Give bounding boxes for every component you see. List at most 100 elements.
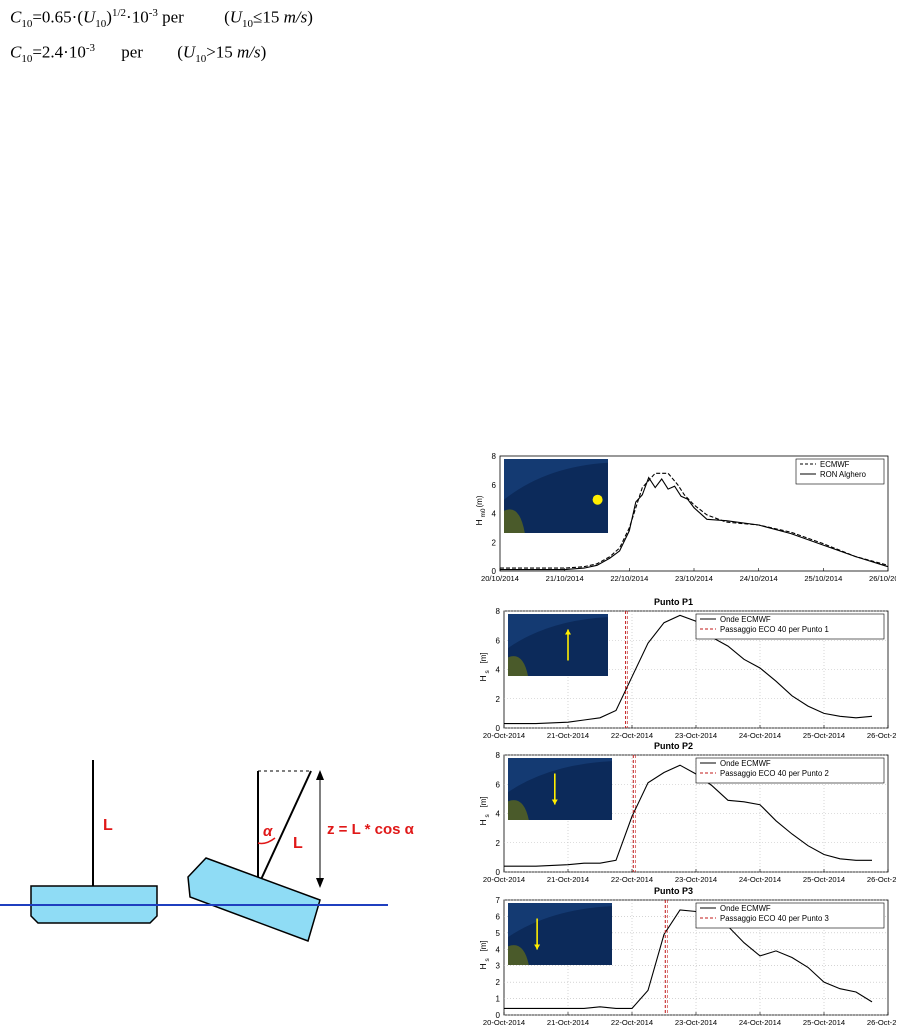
legend-label: Onde ECMWF	[720, 904, 771, 913]
legend-box	[695, 902, 885, 929]
y-tick-label: 4	[496, 810, 501, 819]
x-tick-label: 25-Oct-2014	[803, 731, 845, 740]
x-tick-label: 20/10/2014	[481, 574, 519, 583]
legend-label: Passaggio ECO 40 per Punto 2	[720, 769, 829, 778]
map-sea-shade	[508, 758, 612, 793]
x-tick-label: 21/10/2014	[546, 574, 584, 583]
tilted-mast	[257, 770, 312, 887]
y-tick-label: 4	[496, 945, 501, 954]
chart-p1-title: Punto P1	[654, 597, 694, 607]
series-line	[500, 472, 889, 569]
x-tick-label: 23-Oct-2014	[675, 1018, 717, 1027]
y-tick-label: 1	[496, 995, 501, 1004]
y-tick-label: 6	[496, 912, 501, 921]
z-arrow-bottom	[316, 878, 324, 888]
legend-box	[795, 458, 885, 485]
y-tick-label: 2	[492, 538, 497, 547]
y-tick-label: 2	[496, 839, 501, 848]
y-tick-label: 2	[496, 978, 501, 987]
x-tick-label: 23-Oct-2014	[675, 875, 717, 884]
map-sea-shade	[508, 903, 612, 938]
y-tick-label: 0	[496, 1011, 501, 1020]
z-arrow-top	[316, 770, 324, 780]
x-tick-label: 24/10/2014	[740, 574, 778, 583]
x-tick-label: 22-Oct-2014	[611, 875, 653, 884]
y-axis-label-sub: s	[484, 670, 491, 674]
legend-label: Onde ECMWF	[720, 615, 771, 624]
x-tick-label: 26-Oct-2014	[867, 1018, 896, 1027]
alpha-arc	[257, 837, 276, 845]
chart-p3-title: Punto P3	[654, 886, 694, 896]
y-axis-label-sub: m0	[480, 508, 487, 517]
y-tick-label: 0	[492, 567, 497, 576]
x-tick-label: 21-Oct-2014	[547, 1018, 589, 1027]
chart-punto-p3: 0 1 2 3 4 5 6 7 20-Oct-2014 21-Oct-2014 22-Oct-201…	[478, 896, 896, 1027]
y-tick-label: 8	[492, 452, 497, 461]
y-axis-label-unit: [m]	[479, 796, 488, 807]
legend-label: RON Alghero	[820, 470, 867, 479]
formula-c: C	[10, 7, 22, 27]
y-axis-label-sub: s	[484, 958, 491, 962]
y-tick-label: 3	[496, 962, 501, 971]
arrow-head-icon	[565, 629, 571, 635]
formula-line-2: C10=2.4·10-3 per (U10>15 m/s)	[10, 42, 267, 66]
x-tick-label: 26/10/2014	[869, 574, 896, 583]
tilted-hull	[187, 857, 321, 942]
x-tick-label: 25-Oct-2014	[803, 875, 845, 884]
map-sea-shade	[504, 459, 608, 500]
x-tick-label: 26-Oct-2014	[867, 875, 896, 884]
y-tick-label: 4	[492, 510, 497, 519]
y-tick-label: 0	[496, 724, 501, 733]
arrow-head-icon	[534, 944, 541, 950]
x-tick-label: 21-Oct-2014	[547, 731, 589, 740]
map-coast	[504, 509, 525, 533]
x-tick-label: 22-Oct-2014	[611, 1018, 653, 1027]
x-tick-label: 26-Oct-2014	[867, 731, 896, 740]
x-tick-label: 25-Oct-2014	[803, 1018, 845, 1027]
x-tick-label: 23-Oct-2014	[675, 731, 717, 740]
label-alpha: α	[263, 823, 273, 840]
x-tick-label: 20-Oct-2014	[483, 731, 525, 740]
x-tick-label: 25/10/2014	[804, 574, 842, 583]
y-tick-label: 7	[496, 896, 501, 905]
chart-p2-title: Punto P2	[654, 741, 694, 751]
legend-label: ECMWF	[820, 460, 850, 469]
map-coast	[508, 656, 528, 676]
label-l-upright: L	[103, 817, 113, 834]
chart-punto-p2: 0 2 4 6 8 20-Oct-2014 21-Oct-2014 22-Oct-2014 23…	[478, 751, 896, 884]
y-tick-label: 6	[496, 636, 501, 645]
x-tick-label: 24-Oct-2014	[739, 731, 781, 740]
y-axis-label-sub: s	[484, 814, 491, 818]
x-tick-label: 23/10/2014	[675, 574, 713, 583]
y-tick-label: 6	[496, 780, 501, 789]
location-marker-icon	[592, 494, 603, 505]
map-coast	[508, 800, 529, 820]
legend-box	[695, 613, 885, 640]
label-z: z = L * cos α	[327, 821, 415, 838]
x-tick-label: 21-Oct-2014	[547, 875, 589, 884]
x-tick-label: 20-Oct-2014	[483, 875, 525, 884]
legend-label: Onde ECMWF	[720, 759, 771, 768]
y-tick-label: 8	[496, 751, 501, 760]
y-axis-label-unit: [m]	[479, 940, 488, 951]
y-tick-label: 8	[496, 607, 501, 616]
y-tick-label: 0	[496, 868, 501, 877]
y-axis-label: H	[478, 963, 488, 969]
series-line	[500, 476, 889, 571]
legend-label: Passaggio ECO 40 per Punto 3	[720, 914, 829, 923]
y-axis-label-unit: [m]	[479, 652, 488, 663]
arrow-head-icon	[551, 799, 558, 805]
x-tick-label: 24-Oct-2014	[739, 875, 781, 884]
legend-label: Passaggio ECO 40 per Punto 1	[720, 625, 829, 634]
y-axis-label: H	[476, 519, 484, 525]
legend-box	[695, 757, 885, 784]
y-tick-label: 5	[496, 929, 501, 938]
map-coast	[508, 945, 529, 965]
x-tick-label: 22/10/2014	[610, 574, 648, 583]
y-axis-label: H	[478, 675, 488, 681]
y-tick-label: 2	[496, 695, 501, 704]
x-tick-label: 20-Oct-2014	[483, 1018, 525, 1027]
label-l-tilted: L	[293, 835, 303, 852]
